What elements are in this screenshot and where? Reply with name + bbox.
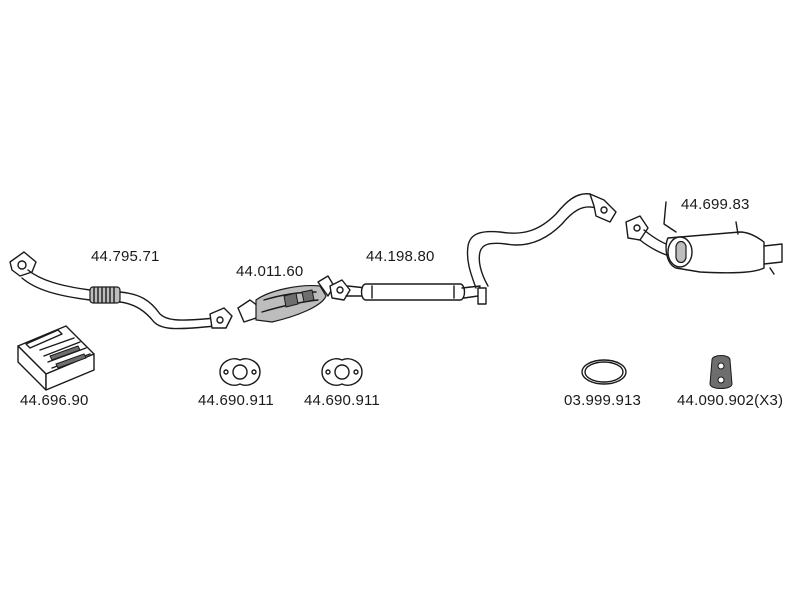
- label-front-pipe: 44.795.71: [91, 248, 160, 265]
- label-rear-silencer: 44.699.83: [681, 196, 750, 213]
- rubber-hanger-drawing[interactable]: [709, 355, 733, 389]
- label-rubber-hanger: 44.090.902(X3): [677, 392, 784, 409]
- label-gasket-2: 44.690.911: [304, 392, 380, 409]
- front-pipe-drawing[interactable]: [9, 251, 233, 330]
- label-center-silencer: 44.198.80: [366, 248, 435, 265]
- label-gasket-1: 44.690.911: [198, 392, 274, 409]
- mounting-kit-drawing[interactable]: [17, 325, 95, 391]
- catalytic-converter-drawing[interactable]: [237, 275, 335, 323]
- label-catalytic-converter: 44.011.60: [236, 263, 304, 280]
- gasket-1-drawing[interactable]: [219, 358, 261, 386]
- rear-silencer-drawing[interactable]: [625, 201, 783, 275]
- label-mounting-kit: 44.696.90: [20, 392, 89, 409]
- seal-ring-drawing[interactable]: [581, 359, 627, 385]
- gasket-2-drawing[interactable]: [321, 358, 363, 386]
- label-seal-ring: 03.999.913: [564, 392, 642, 409]
- center-silencer-drawing[interactable]: [329, 193, 617, 305]
